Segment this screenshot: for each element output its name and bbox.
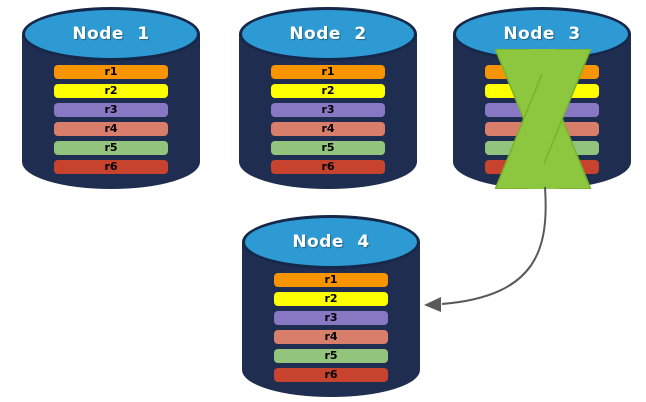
node-title: Node 2	[289, 24, 367, 44]
row-r3: r3	[54, 103, 168, 117]
x-mark-icon	[494, 49, 592, 189]
row-r1: r1	[271, 65, 385, 79]
row-r3: r3	[271, 103, 385, 117]
node-2: r1 r2 r3 r4 r5 r6 Node 2	[239, 7, 417, 189]
row-r4: r4	[54, 122, 168, 136]
row-label: r2	[321, 84, 335, 97]
row-r1: r1	[54, 65, 168, 79]
row-label: r4	[104, 122, 118, 135]
row-label: r1	[104, 65, 118, 78]
row-r1: r1	[274, 273, 388, 287]
row-r4: r4	[271, 122, 385, 136]
row-label: r3	[321, 103, 335, 116]
row-label: r4	[324, 330, 338, 343]
row-r6: r6	[274, 368, 388, 382]
row-label: r6	[104, 160, 118, 173]
node-title: Node 4	[292, 232, 370, 252]
row-r2: r2	[274, 292, 388, 306]
row-stack: r1 r2 r3 r4 r5 r6	[271, 65, 385, 179]
row-label: r6	[324, 368, 338, 381]
arrowhead-icon	[424, 297, 441, 312]
node-4: r1 r2 r3 r4 r5 r6 Node 4	[242, 215, 420, 397]
row-r2: r2	[54, 84, 168, 98]
row-r3: r3	[274, 311, 388, 325]
node-title: Node 1	[72, 24, 150, 44]
row-r5: r5	[274, 349, 388, 363]
row-label: r5	[321, 141, 335, 154]
row-r6: r6	[271, 160, 385, 174]
cylinder-top: Node 4	[242, 215, 420, 269]
row-label: r3	[324, 311, 338, 324]
row-label: r6	[321, 160, 335, 173]
node-1: r1 r2 r3 r4 r5 r6 Node 1	[22, 7, 200, 189]
node-title: Node 3	[503, 24, 581, 44]
cylinder-top: Node 2	[239, 7, 417, 61]
node-3: r1 r2 r3 r4 r5 r6 Node 3	[453, 7, 631, 189]
cylinder-top: Node 1	[22, 7, 200, 61]
row-label: r1	[321, 65, 335, 78]
row-stack: r1 r2 r3 r4 r5 r6	[54, 65, 168, 179]
row-label: r3	[104, 103, 118, 116]
row-label: r4	[321, 122, 335, 135]
row-r6: r6	[54, 160, 168, 174]
row-label: r2	[104, 84, 118, 97]
row-label: r1	[324, 273, 338, 286]
row-label: r5	[104, 141, 118, 154]
row-label: r5	[324, 349, 338, 362]
row-r4: r4	[274, 330, 388, 344]
row-r5: r5	[54, 141, 168, 155]
row-label: r2	[324, 292, 338, 305]
row-r5: r5	[271, 141, 385, 155]
row-r2: r2	[271, 84, 385, 98]
row-stack: r1 r2 r3 r4 r5 r6	[274, 273, 388, 387]
